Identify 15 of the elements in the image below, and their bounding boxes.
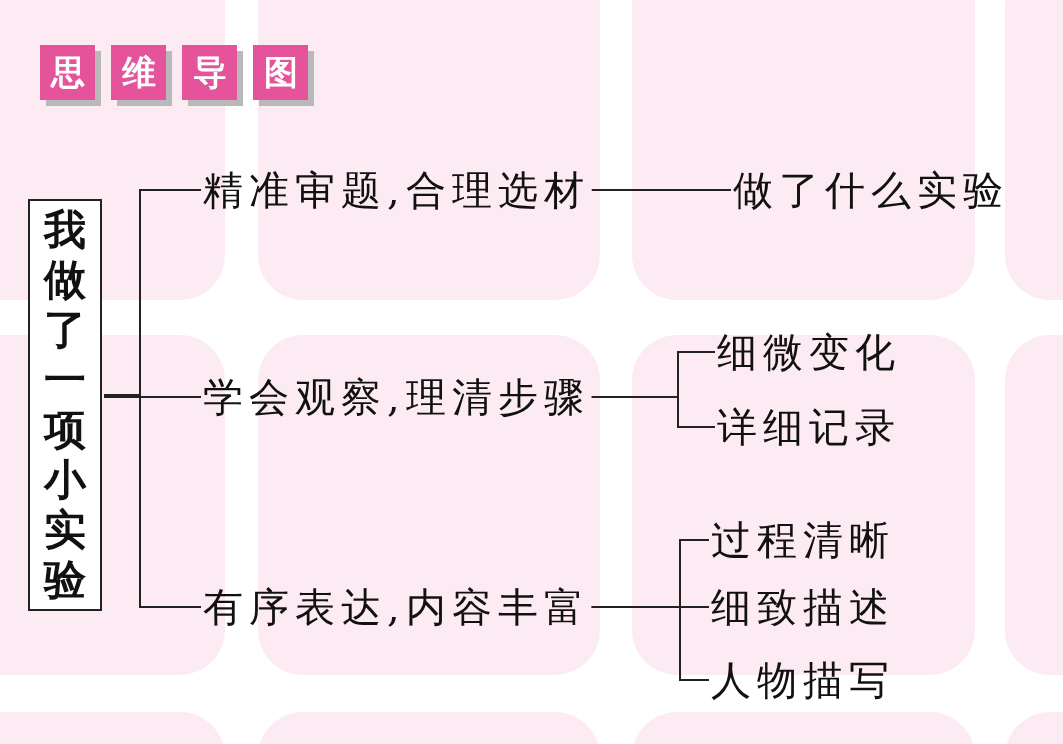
leaf-text: 细致描述 bbox=[711, 583, 895, 631]
leaf-text: 详细记录 bbox=[717, 403, 901, 451]
connector-line bbox=[590, 396, 716, 428]
leaf-text: 过程清晰 bbox=[711, 516, 895, 564]
branch-text: 有序表达,内容丰富 bbox=[203, 583, 590, 631]
connector-line bbox=[103, 394, 202, 608]
central-topic-box: 我做了一项小实验 bbox=[28, 199, 102, 611]
connector-line bbox=[590, 189, 732, 191]
leaf-text: 人物描写 bbox=[711, 656, 895, 704]
leaf-text: 做了什么实验 bbox=[733, 166, 1009, 214]
branch-text: 精准审题,合理选材 bbox=[203, 166, 590, 214]
connector-line bbox=[103, 396, 202, 398]
connector-line bbox=[590, 606, 710, 681]
branch-text: 学会观察,理清步骤 bbox=[203, 373, 590, 421]
leaf-text: 细微变化 bbox=[717, 328, 901, 376]
